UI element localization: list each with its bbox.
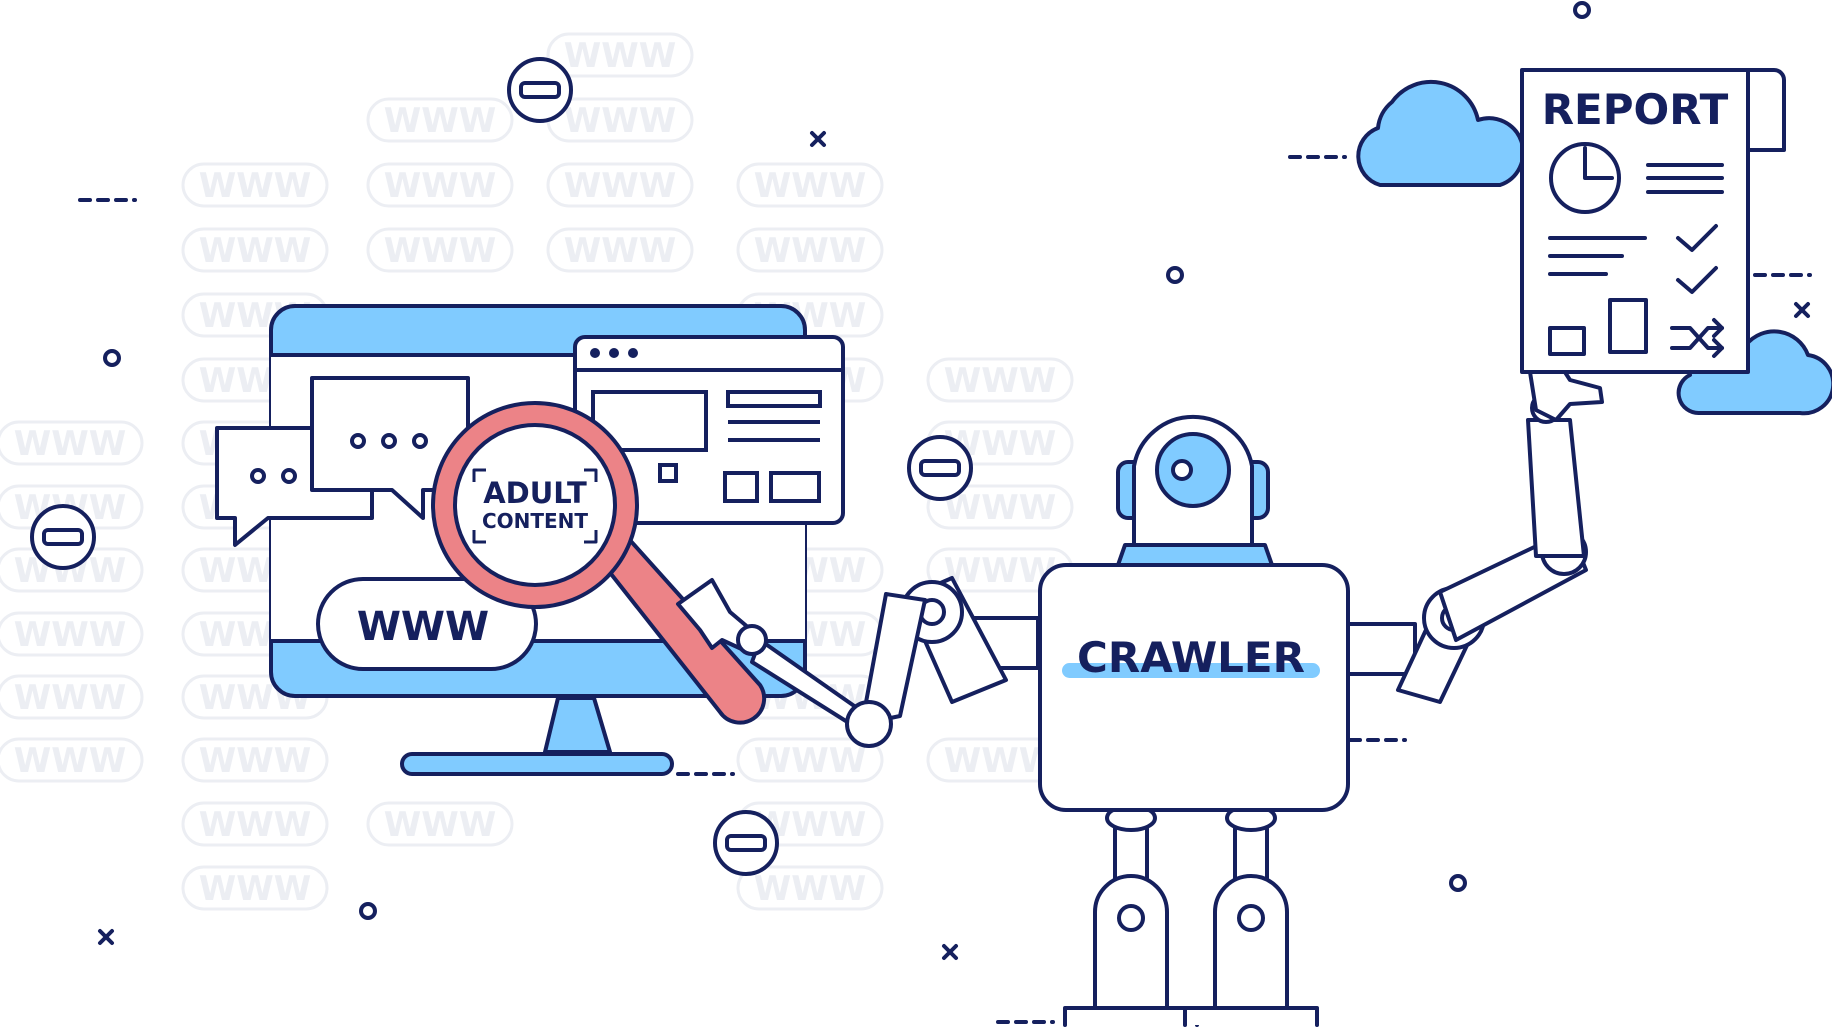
- background-www-text: WWW: [754, 231, 867, 271]
- background-www-text: WWW: [14, 678, 127, 718]
- background-www-text: WWW: [944, 741, 1057, 781]
- cross-mark: [1794, 302, 1810, 318]
- monitor-stand: [543, 696, 612, 754]
- background-www-text: WWW: [754, 166, 867, 206]
- background-www-pill: WWW: [926, 484, 1074, 530]
- robot-icon: [676, 350, 1604, 1027]
- dot-circle: [1166, 266, 1184, 284]
- dot-circle: [1449, 874, 1467, 892]
- checkmark-icon: [1676, 266, 1718, 294]
- background-www-pill: WWW: [366, 227, 514, 273]
- background-www-text: WWW: [944, 488, 1057, 528]
- background-www-text: WWW: [14, 615, 127, 655]
- background-www-pill: WWW: [181, 162, 329, 208]
- background-www-pill: WWW: [926, 547, 1074, 593]
- background-www-pill: WWW: [181, 865, 329, 911]
- background-www-text: WWW: [199, 869, 312, 909]
- background-www-pill: WWW: [366, 162, 514, 208]
- cloud-icon: [1356, 79, 1526, 187]
- background-www-text: WWW: [564, 166, 677, 206]
- shuffle-icon: [1670, 318, 1724, 358]
- report-contents: [1548, 142, 1724, 358]
- background-www-pill: WWW: [366, 801, 514, 847]
- background-www-pill: WWW: [0, 420, 144, 466]
- pie-chart-icon: [1549, 142, 1621, 214]
- focus-brackets: [472, 468, 598, 544]
- background-www-pill: WWW: [926, 357, 1074, 403]
- background-www-text: WWW: [199, 741, 312, 781]
- magnifier-icon: [431, 401, 767, 725]
- background-www-pill: WWW: [546, 32, 694, 78]
- background-www-pill: WWW: [546, 162, 694, 208]
- robot-body: [1038, 563, 1350, 812]
- background-www-text: WWW: [384, 231, 497, 271]
- dot-circle: [103, 349, 121, 367]
- background-www-pill: WWW: [0, 611, 144, 657]
- background-www-text: WWW: [564, 36, 677, 76]
- background-www-pill: WWW: [366, 97, 514, 143]
- background-www-text: WWW: [754, 869, 867, 909]
- robot-neck: [1116, 543, 1274, 567]
- background-www-pill: WWW: [546, 97, 694, 143]
- background-www-text: WWW: [199, 231, 312, 271]
- decorations: [78, 1, 1812, 1024]
- magnifier-line2: CONTENT: [482, 509, 588, 533]
- magnifier-handle: [598, 536, 767, 725]
- background-www-text: WWW: [199, 805, 312, 845]
- robot-right-foot: [1213, 874, 1289, 1012]
- background-www-pill: WWW: [181, 737, 329, 783]
- background-www-text: WWW: [384, 101, 497, 141]
- background-www-pill: WWW: [736, 737, 884, 783]
- magnifier-line1: ADULT: [483, 476, 587, 510]
- robot-chest-label: CRAWLER: [1077, 633, 1305, 682]
- background-www-text: WWW: [384, 805, 497, 845]
- background-www-text: WWW: [944, 551, 1057, 591]
- dot-circle: [1573, 1, 1591, 19]
- checkmark-icon: [1676, 224, 1718, 252]
- background-www-text: WWW: [944, 361, 1057, 401]
- background-www-text: WWW: [14, 741, 127, 781]
- url-pill: WWW: [316, 577, 538, 671]
- magnifier-lens: [453, 423, 617, 587]
- minus-circle-icon: [713, 810, 779, 876]
- background-www-pill: WWW: [181, 227, 329, 273]
- background-www-pill: WWW: [0, 674, 144, 720]
- cross-mark: [942, 944, 958, 960]
- background-www-pill: WWW: [926, 737, 1074, 783]
- report-title: REPORT: [1542, 85, 1729, 134]
- robot-right-shoulder: [1343, 622, 1417, 676]
- background-www-text: WWW: [754, 741, 867, 781]
- monitor-base: [400, 752, 674, 776]
- background-www-text: WWW: [199, 166, 312, 206]
- chest-highlight: [1062, 663, 1320, 678]
- dot-circle: [359, 902, 377, 920]
- robot-left-foot: [1093, 874, 1169, 1012]
- background-www-pill: WWW: [736, 227, 884, 273]
- background-www-pill: WWW: [181, 801, 329, 847]
- chat-bubble-icon: [215, 376, 470, 547]
- background-www-text: WWW: [564, 101, 677, 141]
- background-www-pill: WWW: [736, 162, 884, 208]
- url-label: WWW: [357, 604, 489, 650]
- background-www-pill: WWW: [736, 865, 884, 911]
- background-www-pill: WWW: [546, 227, 694, 273]
- minus-circle-icon: [507, 57, 573, 123]
- report-box: [1548, 326, 1586, 356]
- background-www-pill: WWW: [0, 737, 144, 783]
- cross-mark: [98, 929, 114, 945]
- minus-circle-icon: [907, 435, 973, 501]
- report-box: [1608, 298, 1648, 354]
- cross-mark: [810, 131, 826, 147]
- background-www-text: WWW: [564, 231, 677, 271]
- minus-circle-icon: [30, 504, 96, 570]
- background-www-text: WWW: [384, 166, 497, 206]
- background-www-text: WWW: [14, 424, 127, 464]
